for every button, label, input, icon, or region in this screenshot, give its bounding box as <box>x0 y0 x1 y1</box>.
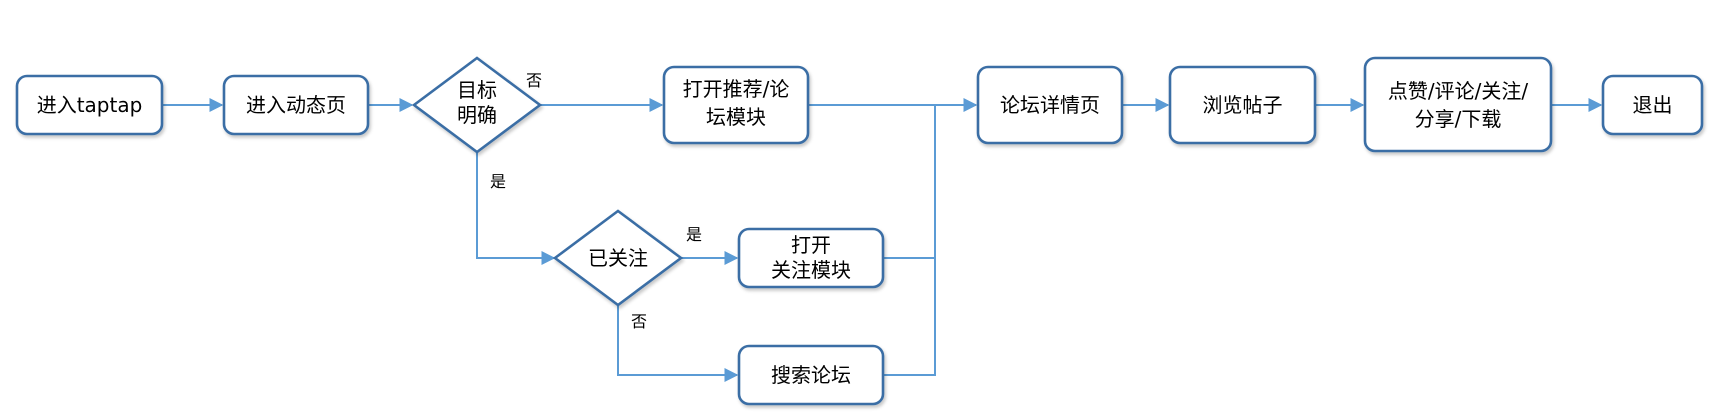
node-exit: 退出 <box>1601 74 1704 136</box>
node-enter-feed: 进入动态页 <box>222 74 370 136</box>
decision-followed-label: 已关注 <box>588 246 648 270</box>
edge-goal-yes-to-followed <box>476 152 556 265</box>
edge-followed-no-to-search <box>617 305 739 382</box>
decision-followed: 已关注 <box>552 209 684 307</box>
node-exit-label: 退出 <box>1633 93 1673 117</box>
node-open-recommend-label-line1: 打开推荐/论 <box>683 77 790 101</box>
node-search-forum: 搜索论坛 <box>737 344 885 406</box>
edge-label-followed-no: 否 <box>631 312 647 331</box>
edge-label-goal-yes: 是 <box>490 172 506 191</box>
node-open-follow-module-label-line2: 关注模块 <box>771 258 851 282</box>
edge-search-to-forum <box>883 258 936 376</box>
node-open-recommend: 打开推荐/论 坛模块 <box>662 65 810 145</box>
edge-follow-module-to-forum <box>883 105 936 259</box>
node-open-recommend-label-line2: 坛模块 <box>706 105 766 129</box>
node-browse-posts: 浏览帖子 <box>1168 65 1317 145</box>
node-enter-taptap: 进入taptap <box>15 74 164 136</box>
edge-label-goal-no: 否 <box>526 71 542 90</box>
node-interact-label-line2: 分享/下载 <box>1415 107 1502 131</box>
decision-goal-clear-label-line2: 明确 <box>457 103 497 127</box>
node-interact-label-line1: 点赞/评论/关注/ <box>1388 79 1528 103</box>
node-browse-posts-label: 浏览帖子 <box>1203 93 1283 117</box>
decision-goal-clear: 目标 明确 <box>411 56 543 154</box>
node-forum-detail: 论坛详情页 <box>976 65 1124 145</box>
node-enter-feed-label: 进入动态页 <box>246 93 346 117</box>
node-open-follow-module-label-line1: 打开 <box>791 233 831 257</box>
node-interact: 点赞/评论/关注/ 分享/下载 <box>1363 56 1553 153</box>
decision-goal-clear-label-line1: 目标 <box>457 78 497 102</box>
node-open-follow-module: 打开 关注模块 <box>737 227 885 289</box>
node-enter-taptap-label: 进入taptap <box>37 93 143 117</box>
node-forum-detail-label: 论坛详情页 <box>1000 93 1100 117</box>
edges <box>162 98 1603 382</box>
node-search-forum-label: 搜索论坛 <box>771 363 851 387</box>
edge-label-followed-yes: 是 <box>686 225 702 244</box>
